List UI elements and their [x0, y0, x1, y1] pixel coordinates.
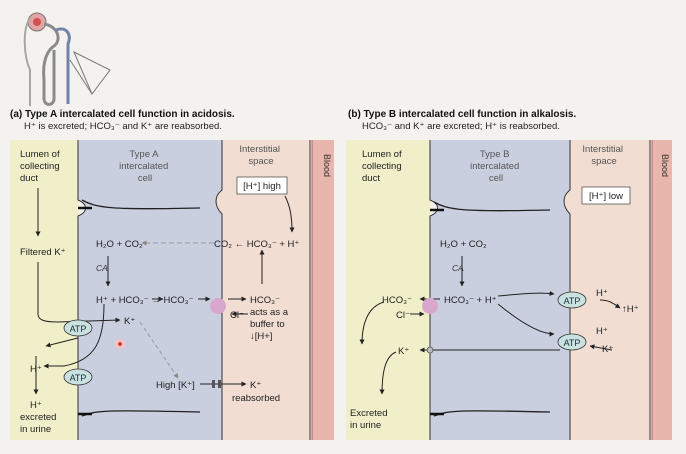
cell-label-2: intercalated [119, 161, 168, 172]
interstitial-label-2: space [248, 156, 273, 167]
h-plus-in-label: H⁺ [596, 326, 608, 337]
svg-text:Type A intercalated: Type A intercalated cell [119, 149, 171, 184]
atp-label-2: ATP [70, 373, 87, 383]
svg-text:Interstitial space: Interstitial space [582, 144, 625, 167]
svg-text:Lumen of collecting: Lumen of collecting duct [362, 149, 404, 184]
up-h-label: ↑H⁺ [622, 304, 639, 315]
k-reabsorbed-2: reabsorbed [232, 393, 280, 404]
cl-minus-label: Cl⁻ [230, 310, 244, 321]
buffer-text-2: acts as a [250, 307, 289, 318]
panel-b-title: (b) Type B intercalated cell function in… [348, 109, 576, 120]
high-k-label: High [K⁺] [156, 380, 195, 391]
hco3-lumen-label: HCO₃⁻ [382, 295, 412, 306]
svg-text:Excreted in urine: Excreted in urine [350, 408, 390, 431]
excreted-2: in urine [350, 420, 381, 431]
excreted-1: Excreted [350, 408, 388, 419]
panel-b: (b) Type B intercalated cell function in… [346, 109, 672, 440]
cell-label-b-1: Type B [480, 149, 510, 160]
h-level-box [236, 176, 288, 195]
lumen-region [10, 140, 78, 440]
reaction-label-b: HCO₃⁻ + H⁺ [444, 295, 497, 306]
cl-hco3-exchanger-b-icon [422, 298, 438, 314]
svg-text:H⁺ excreted in uri: H⁺ excreted in urine [20, 400, 59, 435]
h-excreted-3: in urine [20, 424, 51, 435]
atp-pump-1-icon [63, 319, 93, 337]
blood-region [312, 140, 334, 440]
k-channel-b-icon [426, 346, 434, 354]
filtered-k-label: Filtered K⁺ [20, 247, 66, 258]
k-plus-lumen-label: K⁺ [398, 346, 409, 357]
svg-text:K⁺ reabsorbed: K⁺ reabsorbed [232, 380, 280, 404]
h-excreted-1: H⁺ [30, 400, 42, 411]
h2o-co2-label: H₂O + CO₂ [96, 239, 143, 250]
co2-hco3-h-label: CO₂ ← HCO₃⁻ + H⁺ [214, 239, 299, 250]
cl-minus-label-b: Cl⁻ [396, 310, 410, 321]
k-reabsorbed-1: K⁺ [250, 380, 261, 391]
atp-pump-2-icon [63, 368, 93, 386]
lumen-label-1: Lumen of [20, 149, 60, 160]
svg-text:Type B intercalated: Type B intercalated cell [470, 149, 522, 184]
interstitial-label-b-2: space [591, 156, 616, 167]
h-level-box-b [581, 186, 631, 205]
h-plus-out-label: H⁺ [596, 288, 608, 299]
atp-label-b-2: ATP [564, 338, 581, 348]
reaction-label: H⁺ + HCO₃⁻ → HCO₃⁻ [96, 295, 193, 306]
cell-label-3: cell [138, 173, 152, 184]
interstitial-label-1: Interstitial [239, 144, 280, 155]
h-level-text: [H⁺] high [243, 181, 281, 192]
k-plus-label: K⁺ [124, 316, 135, 327]
type-b-cell-region [430, 140, 570, 440]
panel-a-subtitle: H⁺ is excreted; HCO₃⁻ and K⁺ are reabsor… [24, 121, 222, 132]
k-channel-icon [212, 380, 221, 388]
cell-label-b-3: cell [489, 173, 503, 184]
lumen-label-b-3: duct [362, 173, 380, 184]
interstitial-region [216, 140, 310, 440]
buffer-text-3: buffer to [250, 319, 285, 330]
atp-label-1: ATP [70, 324, 87, 334]
blood-label-b: Blood [660, 154, 670, 177]
panel-a: (a) Type A intercalated cell function in… [10, 109, 334, 440]
type-a-cell-region [78, 140, 222, 440]
svg-text:Lumen of collecting: Lumen of collecting duct [20, 149, 62, 184]
interstitial-label-b-1: Interstitial [582, 144, 623, 155]
cell-label-b-2: intercalated [470, 161, 519, 172]
lumen-label-2: collecting [20, 161, 60, 172]
h-excreted-2: excreted [20, 412, 56, 423]
svg-text:HCO₃⁻ acts as a bu: HCO₃⁻ acts as a buffer to ↓[H+] [250, 295, 291, 342]
h-plus-label: H⁺ [30, 364, 42, 375]
atp-pump-b1-icon [557, 291, 587, 309]
cell-label-1: Type A [129, 149, 159, 160]
ca-label-b: CA [452, 263, 464, 273]
lumen-label-b-1: Lumen of [362, 149, 402, 160]
lumen-label-b-2: collecting [362, 161, 402, 172]
cl-hco3-exchanger-icon [210, 298, 226, 314]
ca-label: CA [96, 263, 108, 273]
atp-pump-b2-icon [557, 333, 587, 351]
h2o-co2-label-b: H₂O + CO₂ [440, 239, 487, 250]
panel-a-title: (a) Type A intercalated cell function in… [10, 109, 235, 120]
blood-region-b [652, 140, 672, 440]
lumen-label-3: duct [20, 173, 38, 184]
buffer-text-4: ↓[H+] [250, 331, 272, 342]
atp-label-b-1: ATP [564, 296, 581, 306]
h-level-text-b: [H⁺] low [589, 191, 623, 202]
interstitial-region-b [564, 140, 650, 440]
svg-text:Interstitial space: Interstitial space [239, 144, 282, 167]
buffer-text-1: HCO₃⁻ [250, 295, 280, 306]
lumen-region-b [346, 140, 430, 440]
blood-label: Blood [322, 154, 332, 177]
nephron-thumbnail-icon [23, 12, 111, 106]
panel-b-subtitle: HCO₃⁻ and K⁺ are excreted; H⁺ is reabsor… [362, 121, 560, 132]
k-plus-blood-label: K⁺ [602, 344, 613, 355]
